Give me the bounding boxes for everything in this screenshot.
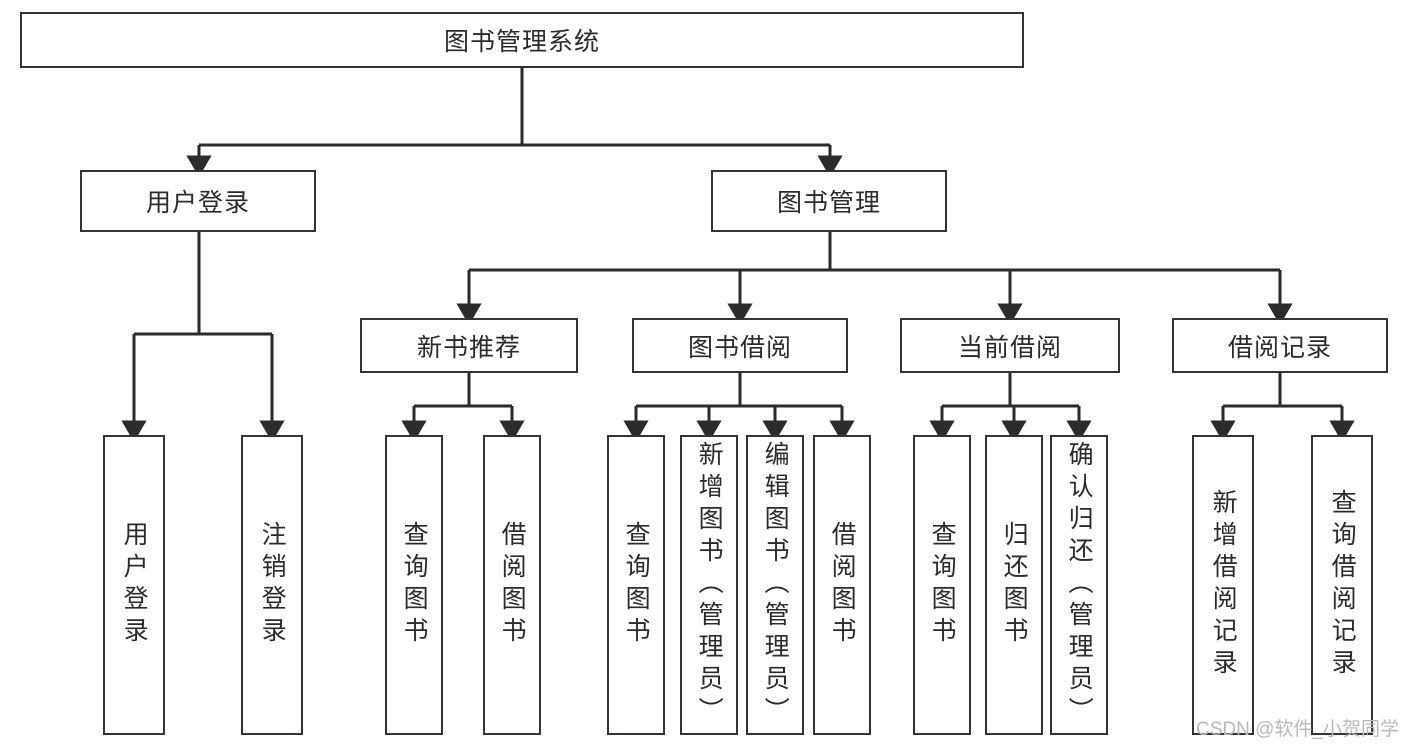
node-label: 图书管理	[776, 189, 881, 217]
node-label: 新增借阅记录	[1209, 489, 1238, 681]
node-leaf-user-login[interactable]: 用户登录	[103, 435, 165, 735]
node-label: 图书管理系统	[443, 28, 600, 56]
node-level3-current-borrow[interactable]: 当前借阅	[900, 318, 1120, 373]
node-level3-book-borrow[interactable]: 图书借阅	[632, 318, 848, 373]
node-label: 用户登录	[145, 189, 250, 217]
node-leaf-query-borrow-record[interactable]: 查询借阅记录	[1311, 435, 1373, 735]
node-label: 查询图书	[400, 521, 429, 649]
node-level3-new-book-recommend[interactable]: 新书推荐	[360, 318, 578, 373]
node-level2-book-management[interactable]: 图书管理	[711, 170, 947, 232]
node-leaf-edit-book-admin[interactable]: 编辑图书（管理员）	[746, 435, 804, 735]
node-label: 用户登录	[120, 521, 149, 649]
node-level2-user-login[interactable]: 用户登录	[80, 170, 316, 232]
node-label: 编辑图书（管理员）	[761, 441, 790, 729]
watermark: CSDN @软件_小贺同学	[1196, 719, 1399, 740]
node-label: 借阅图书	[828, 521, 857, 649]
node-label: 新书推荐	[416, 333, 521, 362]
node-label: 注销登录	[258, 521, 287, 649]
node-label: 图书借阅	[687, 333, 792, 362]
node-leaf-query-books-current[interactable]: 查询图书	[913, 435, 971, 735]
node-leaf-query-books-borrow[interactable]: 查询图书	[607, 435, 665, 735]
node-label: 借阅记录	[1227, 333, 1332, 362]
node-label: 查询图书	[928, 521, 957, 649]
node-leaf-confirm-return-admin[interactable]: 确认归还（管理员）	[1050, 435, 1108, 735]
node-leaf-return-book[interactable]: 归还图书	[985, 435, 1043, 735]
node-leaf-borrow-books-recommend[interactable]: 借阅图书	[483, 435, 541, 735]
node-label: 查询图书	[622, 521, 651, 649]
node-label: 归还图书	[1000, 521, 1029, 649]
node-leaf-add-book-admin[interactable]: 新增图书（管理员）	[680, 435, 738, 735]
node-leaf-logout[interactable]: 注销登录	[241, 435, 303, 735]
node-label: 新增图书（管理员）	[695, 441, 724, 729]
node-label: 确认归还（管理员）	[1065, 441, 1094, 729]
node-level3-borrow-records[interactable]: 借阅记录	[1172, 318, 1388, 373]
node-label: 当前借阅	[957, 333, 1062, 362]
node-root[interactable]: 图书管理系统	[20, 12, 1024, 68]
node-label: 查询借阅记录	[1328, 489, 1357, 681]
node-leaf-add-borrow-record[interactable]: 新增借阅记录	[1192, 435, 1254, 735]
node-leaf-borrow-book[interactable]: 借阅图书	[813, 435, 871, 735]
node-label: 借阅图书	[498, 521, 527, 649]
node-leaf-query-books-recommend[interactable]: 查询图书	[385, 435, 443, 735]
